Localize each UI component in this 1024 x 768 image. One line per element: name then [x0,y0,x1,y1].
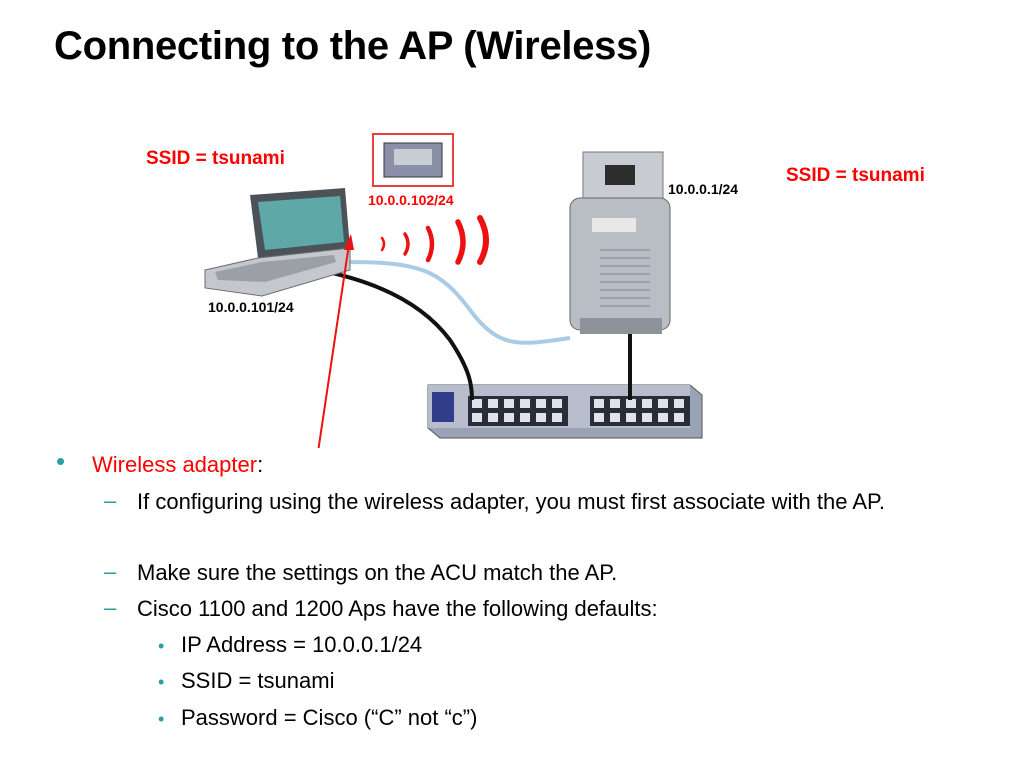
adapter-ip-label: 10.0.0.102/24 [368,192,454,208]
list-item: Make sure the settings on the ACU match … [137,560,618,585]
ssid-label-client: SSID = tsunami [146,148,285,169]
default-item: SSID = tsunami [181,668,335,693]
network-diagram [204,133,703,448]
dash-icon: – [104,488,117,513]
wireless-waves-icon [380,215,489,265]
bullet-dot-icon: • [158,636,165,656]
bullet-heading: Wireless adapter [92,452,258,477]
ethernet-cable-laptop [317,268,474,401]
bullet-dot-icon: • [158,709,165,729]
slide-title: Connecting to the AP (Wireless) [54,24,652,68]
dash-icon: – [104,595,117,620]
ssid-label-ap: SSID = tsunami [786,165,925,186]
default-item: IP Address = 10.0.0.1/24 [181,632,423,657]
default-item: Password = Cisco (“C” not “c”) [181,705,478,730]
wireless-adapter-card [372,133,454,187]
dash-icon: – [104,559,117,584]
bullet-dot-icon: • [56,446,66,476]
list-item: If configuring using the wireless adapte… [137,489,885,514]
ap-ip-label: 10.0.0.1/24 [668,181,739,197]
bullet-dot-icon: • [158,672,165,692]
bullet-colon: : [257,452,264,477]
console-cable [347,260,571,345]
list-item: Cisco 1100 and 1200 Aps have the followi… [137,596,658,621]
laptop [204,188,351,297]
switch [427,384,703,439]
laptop-ip-label: 10.0.0.101/24 [208,299,294,315]
pointer-arrow [317,234,354,448]
access-point [569,151,671,334]
